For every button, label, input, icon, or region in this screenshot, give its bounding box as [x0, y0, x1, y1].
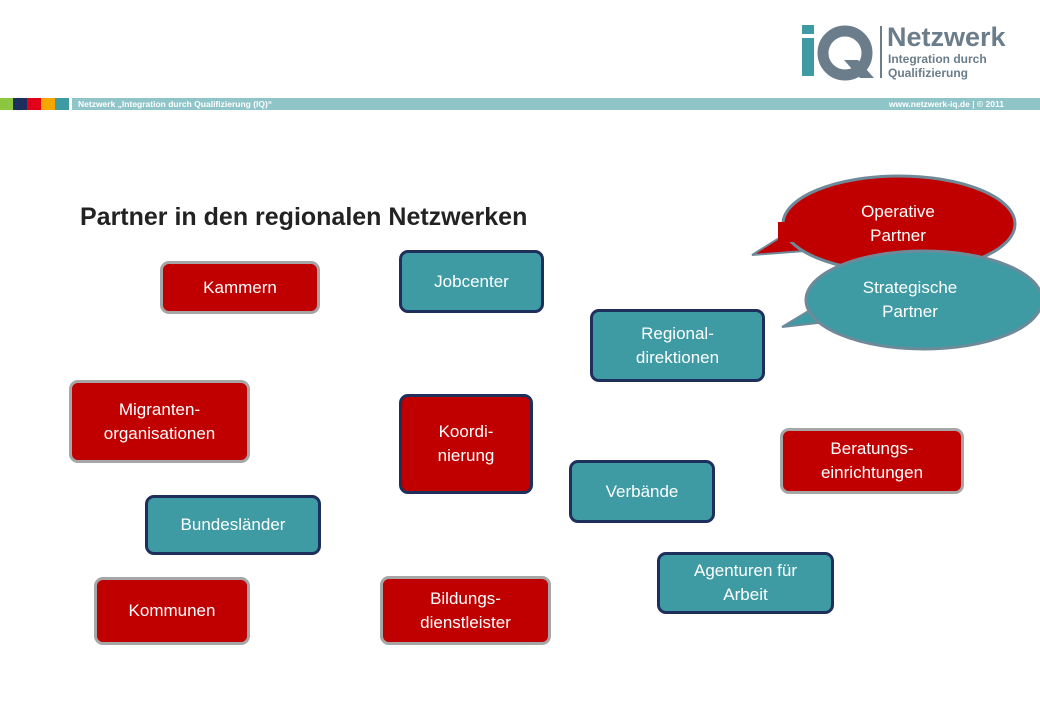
header-bar: [0, 98, 1040, 110]
partner-bundeslaender: Bundesländer: [145, 495, 321, 555]
iq-logo-mark-icon: [802, 25, 874, 81]
color-square-white: [69, 98, 72, 110]
partner-migrantenorganisationen: Migranten- organisationen: [69, 380, 250, 463]
color-square-orange: [41, 98, 55, 110]
strategic-partner-label: Strategische Partner: [862, 278, 958, 321]
slide-title: Partner in den regionalen Netzwerken: [80, 203, 528, 231]
iq-logo: Netzwerk Integration durch Qualifizierun…: [800, 22, 1020, 84]
color-square-navy: [13, 98, 27, 110]
logo-divider: [880, 26, 882, 78]
color-square-teal: [55, 98, 69, 110]
logo-name: Netzwerk: [887, 22, 1006, 52]
strategic-partner-bubble: [781, 249, 1040, 351]
header-network-name: Netzwerk „Integration durch Qualifizieru…: [78, 99, 273, 109]
partner-beratungseinrichtungen: Beratungs- einrichtungen: [780, 428, 964, 494]
partner-regionaldirektionen: Regional- direktionen: [590, 309, 765, 382]
partner-bildungsdienstleister: Bildungs- dienstleister: [380, 576, 551, 645]
operative-partner-label: Operative Partner: [861, 202, 935, 245]
partner-kommunen: Kommunen: [94, 577, 250, 645]
partner-jobcenter: Jobcenter: [399, 250, 544, 313]
color-square-red: [27, 98, 41, 110]
logo-subtitle-line1: Integration durch: [888, 52, 987, 66]
logo-subtitle-line2: Qualifizierung: [888, 65, 969, 80]
logo-subtitle: Integration durch Qualifizierung: [888, 52, 987, 80]
partner-koordinierung: Koordi- nierung: [399, 394, 533, 494]
header-website: www.netzwerk-iq.de | © 2011: [888, 99, 1004, 109]
partner-agenturen-fuer-arbeit: Agenturen für Arbeit: [657, 552, 834, 614]
partner-verbaende: Verbände: [569, 460, 715, 523]
color-square-green: [0, 98, 13, 110]
partner-kammern: Kammern: [160, 261, 320, 314]
